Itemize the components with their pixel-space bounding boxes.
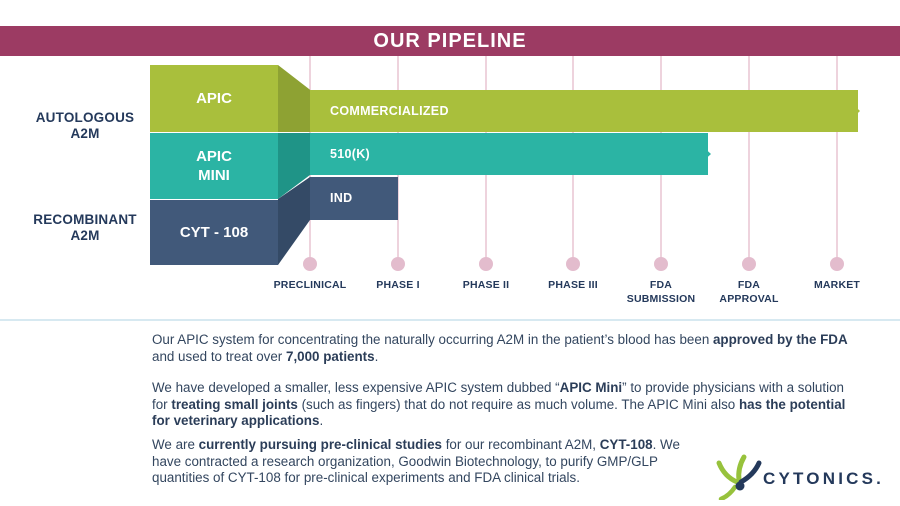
milestone-label-market: MARKET	[813, 279, 861, 291]
stage-block-apic: APIC	[150, 65, 278, 132]
milestone-label-phase3: PHASE III	[548, 279, 598, 291]
group-label-autologous-a2m: AUTOLOGOUS A2M	[35, 110, 135, 141]
milestone-dot	[654, 257, 668, 271]
milestone-dot	[303, 257, 317, 271]
milestone-dot	[742, 257, 756, 271]
milestone-label-fda-approval: FDA APPROVAL	[719, 279, 779, 305]
milestone-dot	[566, 257, 580, 271]
milestone-dot	[479, 257, 493, 271]
paragraph-apic: Our APIC system for concentrating the na…	[152, 332, 848, 364]
group-label-recombinant-a2m: RECOMBINANT A2M	[33, 212, 137, 243]
milestone-line	[748, 56, 750, 266]
stage-block-cyt108: CYT - 108	[150, 200, 278, 265]
stage-bar-510k: 510(K)	[310, 133, 708, 175]
milestone-line	[836, 56, 838, 266]
milestone-label-phase2: PHASE II	[462, 279, 510, 291]
page-title: OUR PIPELINE	[373, 30, 527, 52]
stage-bar-ind: IND	[310, 177, 398, 220]
milestone-dot	[830, 257, 844, 271]
paragraph-apic-mini: We have developed a smaller, less expens…	[152, 380, 846, 429]
stage-fold-apic	[278, 65, 310, 132]
milestone-label-preclinical: PRECLINICAL	[273, 279, 347, 291]
milestone-label-phase1: PHASE I	[376, 279, 420, 291]
cytonics-logo-icon	[712, 452, 764, 502]
milestone-dot	[391, 257, 405, 271]
person-star-icon	[716, 454, 762, 502]
header-bar: OUR PIPELINE	[0, 26, 900, 56]
section-divider	[0, 319, 900, 321]
stage-block-apic-mini: APIC MINI	[150, 133, 278, 199]
cytonics-logo-text: CYTONICS.	[763, 469, 885, 488]
milestone-label-fda-submission: FDA SUBMISSION	[626, 279, 696, 305]
stage-bar-commercialized: COMMERCIALIZED	[310, 90, 858, 132]
paragraph-cyt108: We are currently pursuing pre-clinical s…	[152, 437, 680, 486]
